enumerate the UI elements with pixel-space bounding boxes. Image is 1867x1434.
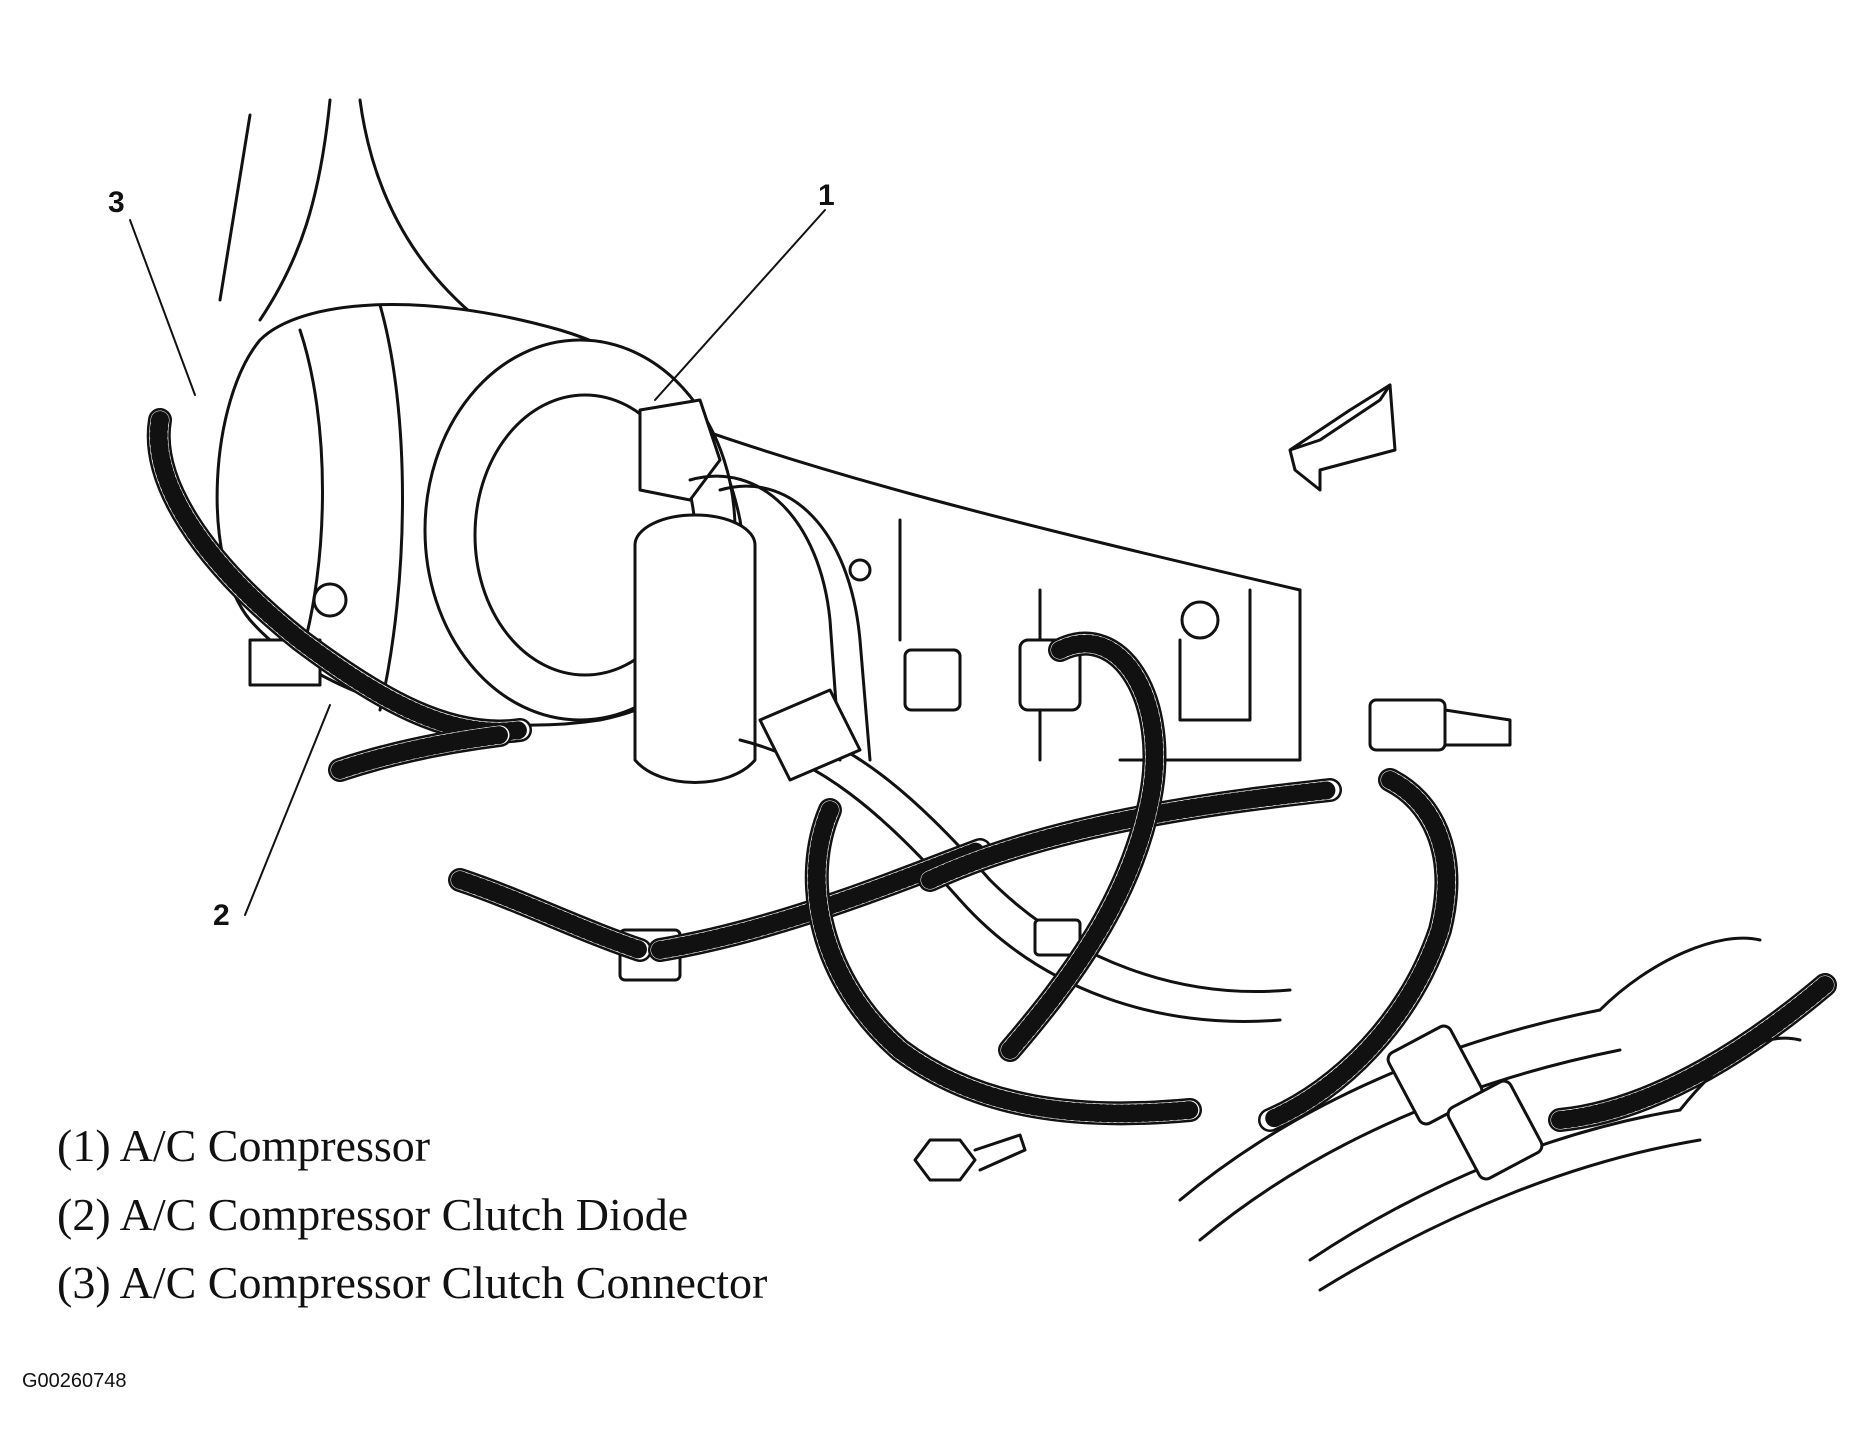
pressure-switch-connector bbox=[1368, 698, 1447, 752]
leader-line-2 bbox=[244, 704, 331, 916]
legend: (1) A/C Compressor (2) A/C Compressor Cl… bbox=[57, 1120, 767, 1308]
hose-clamp-2 bbox=[1446, 1079, 1544, 1181]
wiring-harness bbox=[146, 408, 1837, 1132]
leader-line-1 bbox=[654, 209, 826, 401]
callout-1: 1 bbox=[818, 179, 835, 212]
refrigerant-hoses bbox=[688, 474, 1292, 1023]
engine-bolt-hole bbox=[1180, 600, 1220, 640]
engine-mount-hole bbox=[848, 558, 872, 582]
ac-compressor bbox=[215, 303, 757, 784]
view-direction-arrow bbox=[1288, 383, 1397, 492]
legend-item-1: (1) A/C Compressor bbox=[57, 1120, 430, 1171]
figure-id: G00260748 bbox=[22, 1370, 127, 1392]
compressor-bolt bbox=[312, 582, 348, 618]
hose-ferrule bbox=[758, 688, 862, 782]
callout-2: 2 bbox=[213, 899, 230, 932]
leader-line-3 bbox=[129, 219, 196, 396]
lower-hose-bundle bbox=[1178, 936, 1802, 1292]
mounting-bolt bbox=[913, 1133, 1027, 1182]
callout-leaders bbox=[129, 209, 826, 916]
legend-item-2: (2) A/C Compressor Clutch Diode bbox=[57, 1189, 688, 1240]
harness-connector-a bbox=[903, 648, 962, 712]
pressure-switch bbox=[1443, 708, 1512, 747]
legend-item-3: (3) A/C Compressor Clutch Connector bbox=[57, 1257, 767, 1308]
callout-3: 3 bbox=[108, 186, 125, 219]
